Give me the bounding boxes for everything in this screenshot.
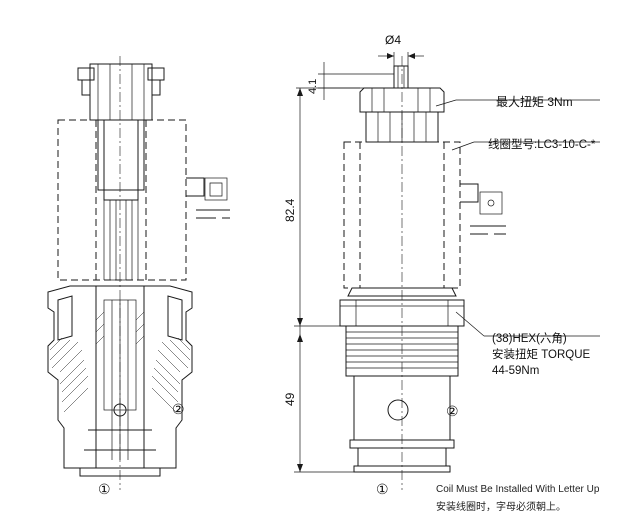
right-port-1-label: ① — [376, 481, 389, 497]
coil-model-label: 线圈型号:LC3-10-C-* — [488, 137, 596, 151]
left-port-1-label: ① — [98, 481, 111, 497]
install-torque-label: 安装扭矩 TORQUE — [492, 347, 591, 361]
dimension-diameter: Ø4 — [385, 33, 401, 47]
dimension-height-upper: 82.4 — [283, 198, 297, 222]
right-port-2-label: ② — [446, 403, 459, 419]
dimension-lines — [294, 52, 424, 473]
hex-label: (38)HEX(六角) — [492, 332, 567, 345]
sectional-view — [47, 56, 230, 490]
max-torque-label: 最大扭矩 3Nm — [496, 95, 573, 109]
callout-leaders — [435, 99, 600, 337]
exterior-view — [339, 56, 506, 490]
torque-range-label: 44-59Nm — [492, 365, 539, 377]
left-port-2-label: ② — [172, 401, 185, 417]
footnote-english: Coil Must Be Installed With Letter Up — [436, 484, 600, 495]
dimension-top-offset: 4.1 — [307, 79, 319, 94]
dimension-height-lower: 49 — [283, 392, 297, 406]
footnote-chinese: 安装线圈时，字母必须朝上。 — [436, 502, 566, 513]
